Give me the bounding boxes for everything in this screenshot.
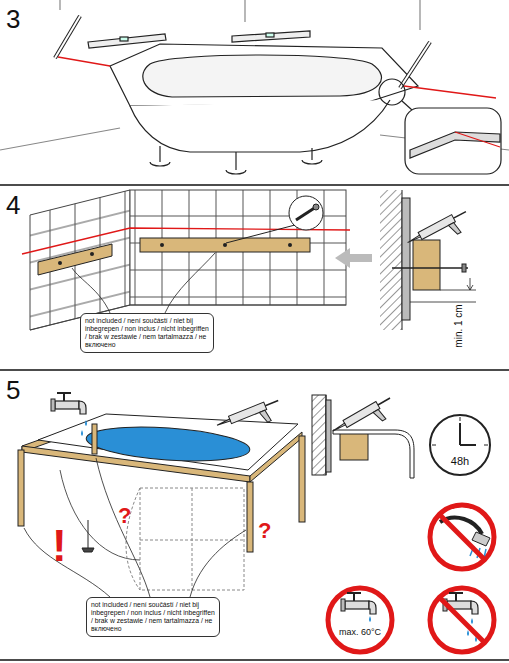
time-label: 48h <box>451 456 469 467</box>
callout-box: not included / není součástí / niet bij … <box>80 313 214 353</box>
no-shower-sign <box>430 505 494 569</box>
max-temperature-sign <box>328 588 392 652</box>
leader-lines <box>72 253 215 313</box>
note-text: not included / není součástí / niet bij … <box>85 317 209 349</box>
separators <box>0 185 509 660</box>
step-4-wall <box>22 190 476 330</box>
step-number: 5 <box>6 377 20 403</box>
warning-mark: ? <box>118 505 131 527</box>
step-number: 4 <box>6 192 20 218</box>
step-3-tub <box>0 0 509 174</box>
warning-mark: ? <box>258 520 271 542</box>
no-drip-sign <box>430 588 494 652</box>
step-5-frame <box>18 393 305 590</box>
temperature-label: max. 60°C <box>339 628 381 637</box>
note-text: not included / není součástí / niet bij … <box>91 601 215 633</box>
leader-lines <box>24 458 246 597</box>
dimension: min. 1 cm <box>454 304 464 347</box>
callout-box: not included / není součástí / niet bij … <box>86 597 220 637</box>
clock-icon <box>430 415 490 475</box>
level-line <box>58 57 500 147</box>
step-number: 3 <box>6 6 20 32</box>
sealing-detail <box>312 395 414 478</box>
warning-mark: ! <box>52 524 67 568</box>
